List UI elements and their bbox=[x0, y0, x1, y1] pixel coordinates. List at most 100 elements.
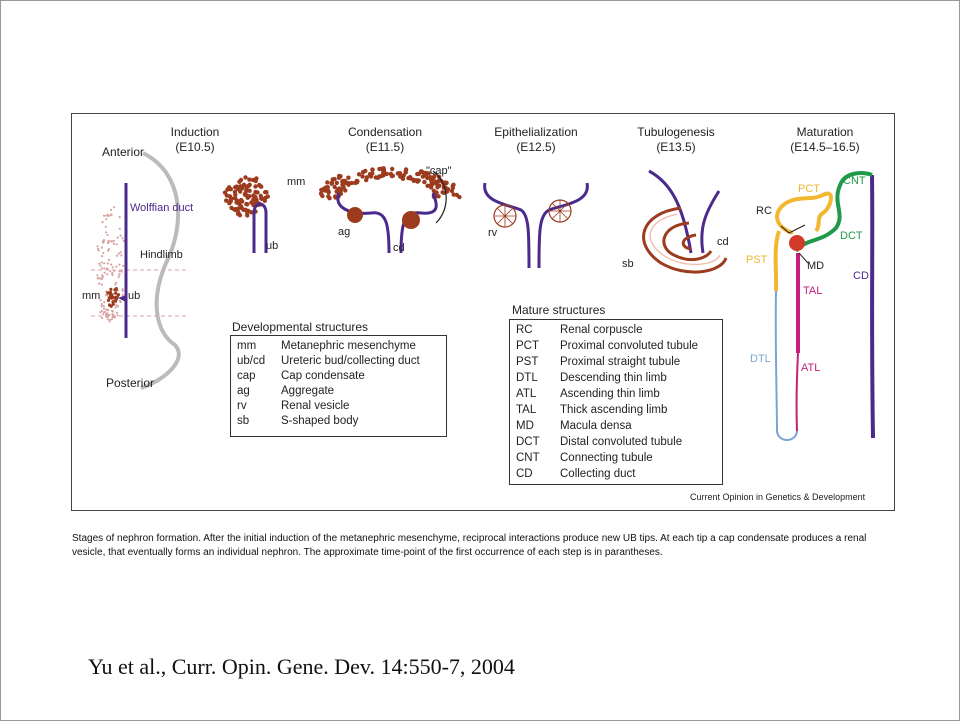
label-cd-maturation: CD bbox=[853, 270, 869, 282]
renal-vesicle-left bbox=[494, 205, 516, 227]
label-cd-condensation: cd bbox=[393, 242, 405, 254]
label-atl: ATL bbox=[801, 362, 820, 374]
label-cnt: CNT bbox=[843, 175, 866, 187]
legend-desc: Metanephric mesenchyme bbox=[281, 339, 416, 354]
label-dct: DCT bbox=[840, 230, 863, 242]
condensation-ub bbox=[338, 193, 436, 253]
nephron-illustration bbox=[71, 113, 893, 511]
label-rv: rv bbox=[488, 227, 497, 239]
label-cap: "cap" bbox=[426, 165, 452, 177]
legend-abbr: MD bbox=[516, 419, 560, 434]
mature-legend-title: Mature structures bbox=[512, 303, 605, 317]
legend-desc: Thick ascending limb bbox=[560, 403, 667, 418]
stage-tubulogenesis: Tubulogenesis (E13.5) bbox=[626, 125, 726, 155]
legend-desc: Descending thin limb bbox=[560, 371, 667, 386]
legend-desc: Proximal straight tubule bbox=[560, 355, 680, 370]
stage-condensation: Condensation (E11.5) bbox=[330, 125, 440, 155]
renal-vesicle-right bbox=[549, 200, 571, 222]
legend-desc: Cap condensate bbox=[281, 369, 365, 384]
citation: Yu et al., Curr. Opin. Gene. Dev. 14:550… bbox=[88, 654, 515, 680]
label-tal: TAL bbox=[803, 285, 822, 297]
stage-name: Epithelialization bbox=[476, 125, 596, 140]
legend-abbr: ag bbox=[237, 384, 281, 399]
legend-desc: Collecting duct bbox=[560, 467, 635, 482]
legend-desc: Renal vesicle bbox=[281, 399, 349, 414]
legend-abbr: TAL bbox=[516, 403, 560, 418]
stage-maturation: Maturation (E14.5–16.5) bbox=[770, 125, 880, 155]
legend-abbr: DTL bbox=[516, 371, 560, 386]
label-induction-mm: mm bbox=[287, 176, 305, 188]
legend-abbr: RC bbox=[516, 323, 560, 338]
legend-desc: Proximal convoluted tubule bbox=[560, 339, 698, 354]
label-dtl: DTL bbox=[750, 353, 771, 365]
legend-desc: Renal corpuscle bbox=[560, 323, 642, 338]
legend-abbr: rv bbox=[237, 399, 281, 414]
renal-corpuscle bbox=[789, 235, 805, 251]
legend-abbr: PCT bbox=[516, 339, 560, 354]
legend-abbr: sb bbox=[237, 414, 281, 429]
label-cd-tubulogenesis: cd bbox=[717, 236, 729, 248]
legend-desc: Connecting tubule bbox=[560, 451, 653, 466]
mat-atl bbox=[797, 353, 798, 431]
stage-time: (E10.5) bbox=[150, 140, 240, 155]
legend-abbr: CD bbox=[516, 467, 560, 482]
legend-abbr: cap bbox=[237, 369, 281, 384]
legend-abbr: ATL bbox=[516, 387, 560, 402]
stage-time: (E14.5–16.5) bbox=[770, 140, 880, 155]
legend-row: ub/cdUreteric bud/collecting duct bbox=[237, 354, 420, 369]
legend-abbr: CNT bbox=[516, 451, 560, 466]
label-rc: RC bbox=[756, 205, 772, 217]
aggregate-left bbox=[347, 207, 363, 223]
label-induction-ub: ub bbox=[266, 240, 278, 252]
aggregate-right bbox=[402, 211, 420, 229]
legend-abbr: PST bbox=[516, 355, 560, 370]
figure-caption: Stages of nephron formation. After the i… bbox=[72, 532, 892, 560]
developmental-legend: mmMetanephric mesenchyme ub/cdUreteric b… bbox=[230, 335, 447, 437]
stage-epithelialization: Epithelialization (E12.5) bbox=[476, 125, 596, 155]
legend-desc: Ascending thin limb bbox=[560, 387, 660, 402]
label-ub-embryo: ub bbox=[128, 290, 140, 302]
legend-desc: Distal convoluted tubule bbox=[560, 435, 682, 450]
stage-induction: Induction (E10.5) bbox=[150, 125, 240, 155]
stage-name: Condensation bbox=[330, 125, 440, 140]
developmental-legend-title: Developmental structures bbox=[232, 320, 368, 334]
embryo-outline bbox=[141, 153, 179, 388]
journal-credit: Current Opinion in Genetics & Developmen… bbox=[690, 492, 865, 502]
legend-abbr: mm bbox=[237, 339, 281, 354]
mat-pct bbox=[777, 194, 831, 233]
legend-desc: Ureteric bud/collecting duct bbox=[281, 354, 420, 369]
stage-name: Tubulogenesis bbox=[626, 125, 726, 140]
legend-abbr: DCT bbox=[516, 435, 560, 450]
mat-dtl bbox=[776, 291, 797, 440]
label-pst: PST bbox=[746, 254, 767, 266]
label-pct: PCT bbox=[798, 183, 820, 195]
stage-name: Maturation bbox=[770, 125, 880, 140]
stage-time: (E12.5) bbox=[476, 140, 596, 155]
legend-desc: Aggregate bbox=[281, 384, 334, 399]
legend-desc: Macula densa bbox=[560, 419, 632, 434]
label-sb: sb bbox=[622, 258, 634, 270]
legend-abbr: ub/cd bbox=[237, 354, 281, 369]
stage-name: Induction bbox=[150, 125, 240, 140]
label-hindlimb: Hindlimb bbox=[140, 249, 183, 261]
mat-pst bbox=[776, 231, 779, 291]
stage-time: (E11.5) bbox=[330, 140, 440, 155]
stage-time: (E13.5) bbox=[626, 140, 726, 155]
label-md: MD bbox=[807, 260, 824, 272]
label-posterior: Posterior bbox=[106, 376, 154, 390]
s-shaped-body bbox=[644, 208, 726, 272]
